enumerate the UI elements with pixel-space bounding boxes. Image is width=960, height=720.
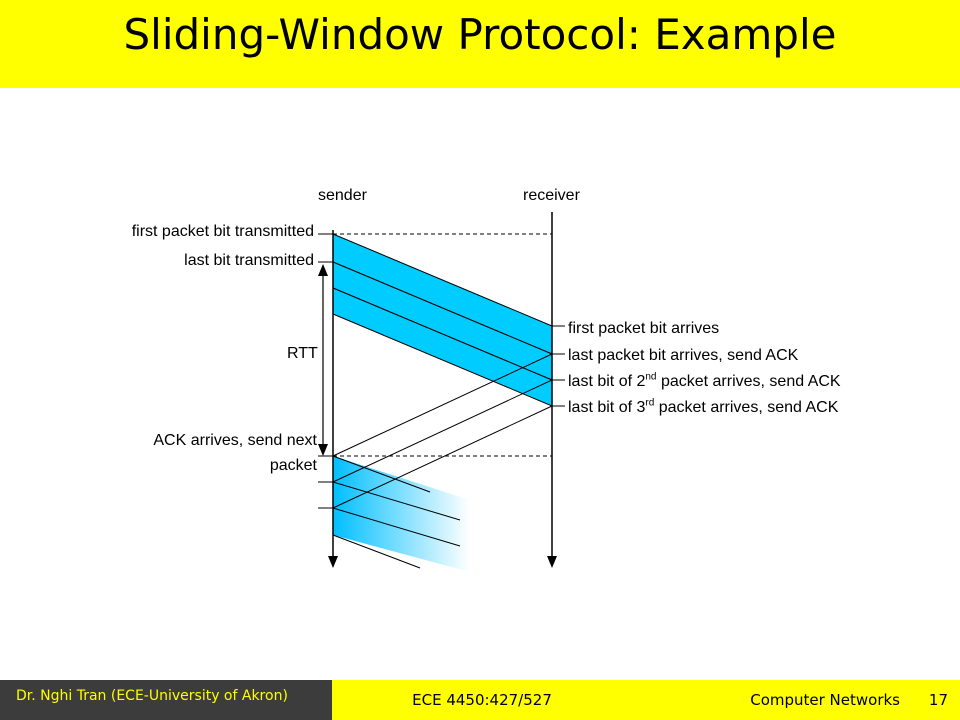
last-bit-transmitted-label: last bit transmitted — [184, 252, 314, 269]
timing-diagram: 1870 — [318, 212, 565, 572]
next-packet-line-1 — [332, 455, 431, 493]
next-packet-line-2 — [332, 481, 461, 521]
footer: Dr. Nghi Tran (ECE-University of Akron) … — [0, 680, 960, 720]
ack-arrives-label: ACK arrives, send next — [153, 432, 317, 449]
second-packet-pre: last bit of 2 — [568, 373, 646, 390]
first-bit-arrives-label: first packet bit arrives — [568, 320, 720, 337]
second-packet-arrives-label: last bit of 2nd packet arrives, send ACK — [568, 371, 841, 391]
footer-course-code: ECE 4450:427/527 — [332, 680, 632, 720]
next-packet-band — [333, 456, 470, 572]
title-bar: Sliding-Window Protocol: Example — [0, 0, 960, 88]
third-packet-arrives-label: last bit of 3rd packet arrives, send ACK — [568, 397, 839, 417]
receiver-arrowhead — [547, 556, 557, 568]
first-bit-transmitted-label: first packet bit transmitted — [131, 223, 314, 240]
rtt-label: RTT — [287, 345, 318, 362]
last-bit-arrives-label: last packet bit arrives, send ACK — [568, 347, 799, 364]
receiver-label: receiver — [523, 187, 580, 204]
rtt-arrowhead-bottom — [318, 444, 328, 456]
third-packet-post: packet arrives, send ACK — [654, 399, 839, 416]
next-packet-line-3 — [332, 507, 461, 547]
ack-line-2 — [332, 379, 553, 483]
footer-page-number: 17 — [928, 691, 948, 709]
rtt-arrowhead-top — [318, 264, 328, 276]
footer-course-name: Computer Networks — [750, 691, 900, 709]
footer-author: Dr. Nghi Tran (ECE-University of Akron) — [0, 680, 332, 720]
ack-line-1 — [332, 353, 553, 457]
second-packet-post: packet arrives, send ACK — [656, 373, 841, 390]
second-packet-sup: nd — [645, 371, 657, 383]
third-packet-pre: last bit of 3 — [568, 399, 646, 416]
slide-title: Sliding-Window Protocol: Example — [123, 10, 837, 59]
footer-right: Computer Networks 17 — [632, 680, 960, 720]
third-packet-sup: rd — [645, 397, 655, 409]
sender-arrowhead — [328, 556, 338, 568]
sender-label: sender — [318, 187, 367, 204]
ack-line-3 — [332, 405, 553, 509]
next-packet-line-4 — [332, 534, 421, 569]
ack-arrives-label-line2: packet — [269, 457, 317, 474]
